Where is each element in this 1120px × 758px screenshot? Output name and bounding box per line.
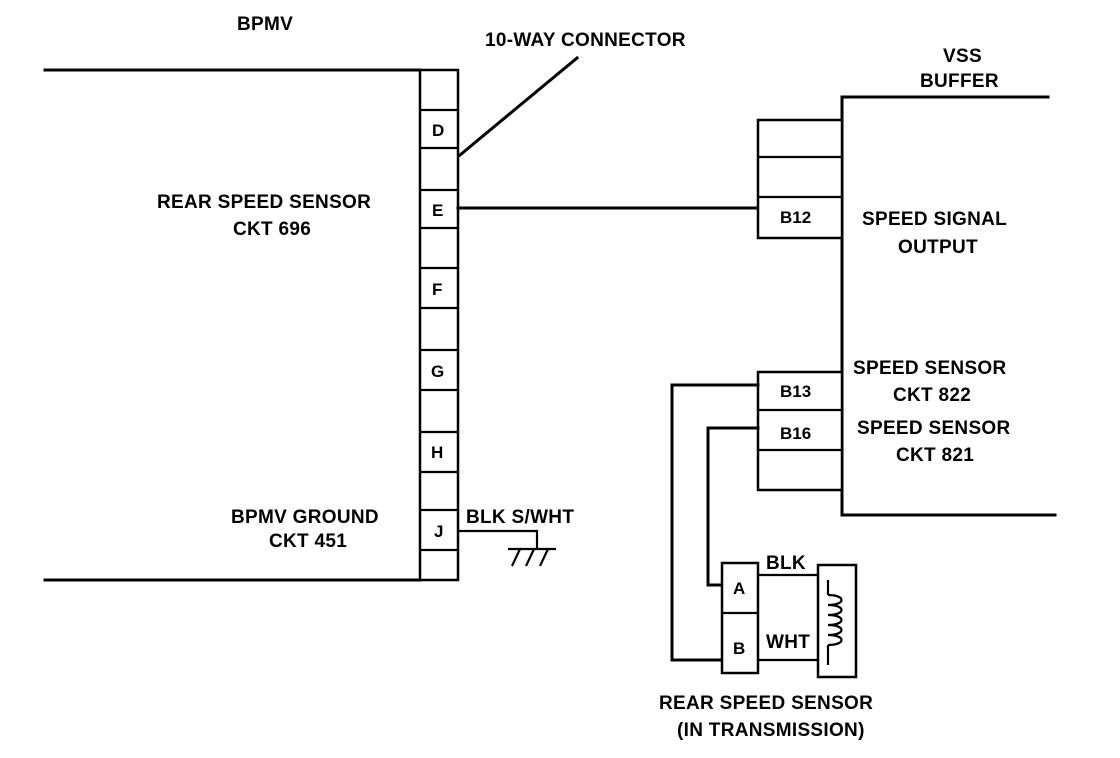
- wire-wht-label: WHT: [766, 632, 810, 653]
- buffer-label: BUFFER: [920, 71, 999, 92]
- rear-speed-sensor-circuit: CKT 696: [233, 219, 311, 240]
- speed-sensor-822-circuit: CKT 822: [893, 385, 971, 406]
- sensor-title: REAR SPEED SENSOR: [659, 693, 873, 714]
- ground-wire-color-label: BLK S/WHT: [466, 507, 574, 528]
- speed-sensor-821-circuit: CKT 821: [896, 445, 974, 466]
- buffer-upper-connector: [756, 118, 844, 240]
- connector-pin-g: G: [431, 362, 444, 381]
- sensor-housing: [816, 563, 858, 679]
- coil-icon: [826, 580, 843, 665]
- sensor-pin-b: B: [733, 639, 745, 658]
- sensor-pin-a: A: [733, 579, 745, 598]
- rear-speed-sensor-label: REAR SPEED SENSOR: [157, 192, 371, 213]
- connector-pin-j: J: [434, 522, 443, 541]
- connector-pin-f: F: [432, 280, 442, 299]
- wire-b13-to-sensor-b: [670, 383, 760, 662]
- speed-sensor-821-label: SPEED SENSOR: [857, 418, 1011, 439]
- connector-label: 10-WAY CONNECTOR: [485, 30, 686, 51]
- bpmv-ground-circuit: CKT 451: [269, 531, 347, 552]
- bpmv-label: BPMV: [237, 14, 293, 35]
- buffer-lower-connector: [756, 370, 844, 492]
- ten-way-connector: [418, 68, 460, 582]
- connector-pin-d: D: [432, 121, 444, 140]
- rear-speed-sensor-connector: [720, 561, 760, 675]
- wire-b16-to-sensor-a: [706, 426, 760, 587]
- connector-pin-h: H: [431, 443, 443, 462]
- buffer-pin-b12: B12: [780, 208, 811, 227]
- buffer-pin-b13: B13: [780, 382, 811, 401]
- connector-pin-e: E: [432, 201, 443, 220]
- speed-signal-output-label-2: OUTPUT: [898, 237, 978, 258]
- vss-label: VSS: [943, 46, 982, 67]
- ground-wire: [458, 529, 556, 567]
- sensor-subtitle: (IN TRANSMISSION): [677, 720, 865, 741]
- bpmv-module: [43, 68, 422, 582]
- speed-signal-output-label: SPEED SIGNAL: [862, 209, 1007, 230]
- bpmv-ground-label: BPMV GROUND: [231, 507, 379, 528]
- connector-leader-line: [457, 55, 580, 158]
- buffer-pin-b16: B16: [780, 424, 811, 443]
- speed-sensor-822-label: SPEED SENSOR: [853, 358, 1007, 379]
- wire-blk-label: BLK: [766, 553, 806, 574]
